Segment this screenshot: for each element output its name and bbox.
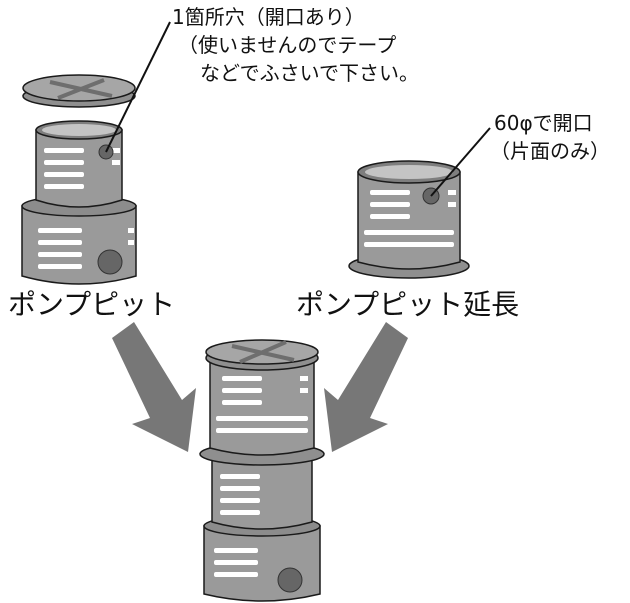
extension-note-line1: 60φで開口: [494, 111, 593, 135]
pump-pit-label: ポンプピット: [8, 288, 175, 321]
pump-pit-extension-label: ポンプピット延長: [296, 288, 519, 321]
extension-note-line2: （片面のみ）: [490, 139, 610, 163]
arrow-right-to-assembly: [324, 322, 408, 452]
pump-pit-extension: [348, 160, 470, 279]
extension-note-leader-line: [430, 127, 491, 197]
arrow-left-to-assembly: [112, 322, 196, 452]
pump-pit: [21, 120, 137, 285]
pump-pit-lid: [22, 74, 136, 108]
hole-note-leader-line: [105, 21, 171, 153]
hole-note-line1: 1箇所穴（開口あり）: [172, 5, 365, 29]
assembled-pump-pit: [199, 339, 325, 602]
hole-note-line3: などでふさいで下さい。: [200, 61, 419, 85]
hole-note-line2: （使いませんのでテープ: [178, 33, 396, 57]
